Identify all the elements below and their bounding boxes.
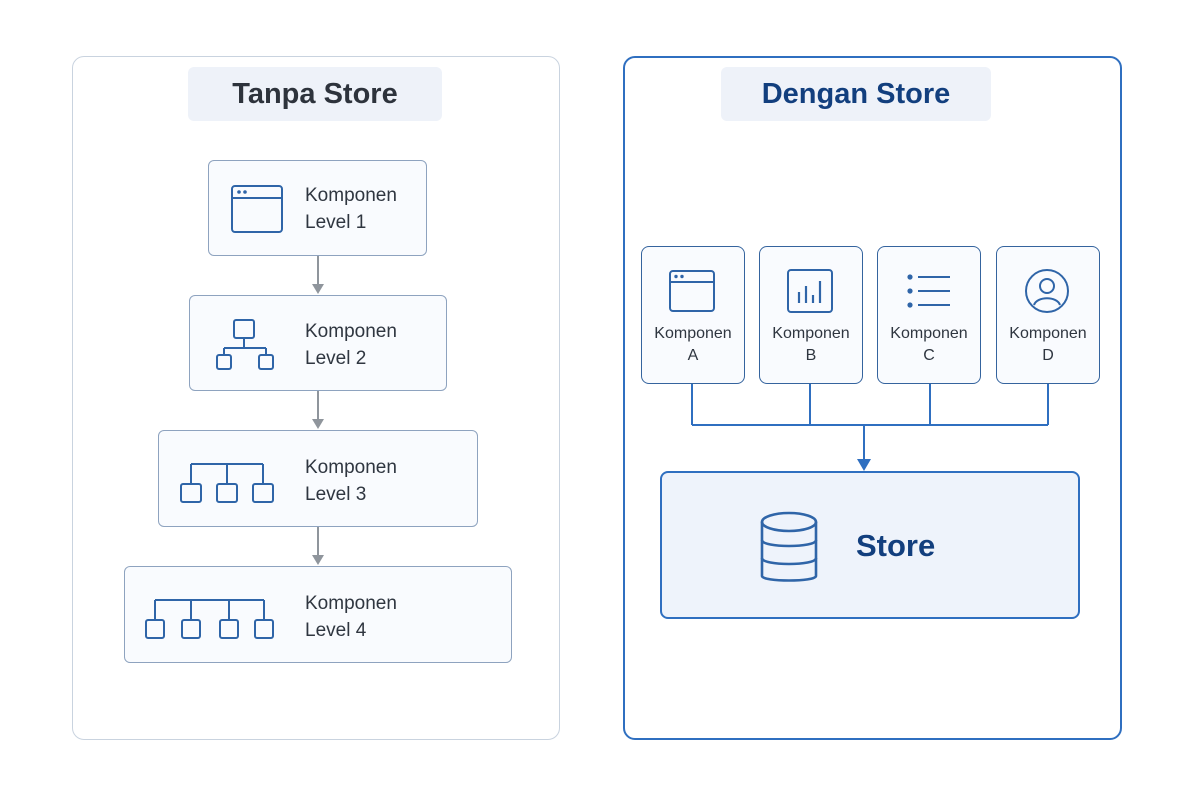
browser-window-icon (231, 185, 283, 233)
tree-two-children-icon (216, 319, 274, 370)
browser-window-icon (669, 270, 715, 312)
arrow-down-icon (312, 527, 324, 565)
panel-title-with-store: Dengan Store (721, 67, 991, 121)
component-a-card: Komponen A (641, 246, 745, 384)
panel-title-without-store: Tanpa Store (188, 67, 442, 121)
store-label: Store (856, 528, 936, 563)
store-box (660, 471, 1080, 619)
user-avatar-icon (1025, 269, 1069, 313)
component-d-card: Komponen D (996, 246, 1100, 384)
component-level-2-label: Komponen Level 2 (305, 321, 397, 369)
database-icon (760, 511, 818, 582)
component-level-4-box (124, 566, 512, 663)
component-level-4-label: Komponen Level 4 (305, 593, 397, 641)
tree-three-children-icon (180, 463, 274, 503)
component-level-1-label: Komponen Level 1 (305, 185, 397, 233)
component-level-1-box (208, 160, 427, 256)
component-c-card: Komponen C (877, 246, 981, 384)
component-c-label: Komponen C (890, 325, 968, 364)
arrow-down-icon (857, 459, 871, 471)
component-level-2-box (189, 295, 447, 391)
component-level-3-label: Komponen Level 3 (305, 457, 397, 505)
arrow-down-icon (312, 256, 324, 294)
list-icon (907, 274, 950, 308)
component-d-label: Komponen D (1009, 325, 1087, 364)
component-level-3-box (158, 430, 478, 527)
tree-four-children-icon (145, 599, 274, 639)
panel-with-store (623, 56, 1122, 740)
component-a-label: Komponen A (654, 325, 732, 364)
bar-chart-icon (787, 269, 833, 313)
component-b-card: Komponen B (759, 246, 863, 384)
component-b-label: Komponen B (772, 325, 850, 364)
arrow-down-icon (312, 391, 324, 429)
